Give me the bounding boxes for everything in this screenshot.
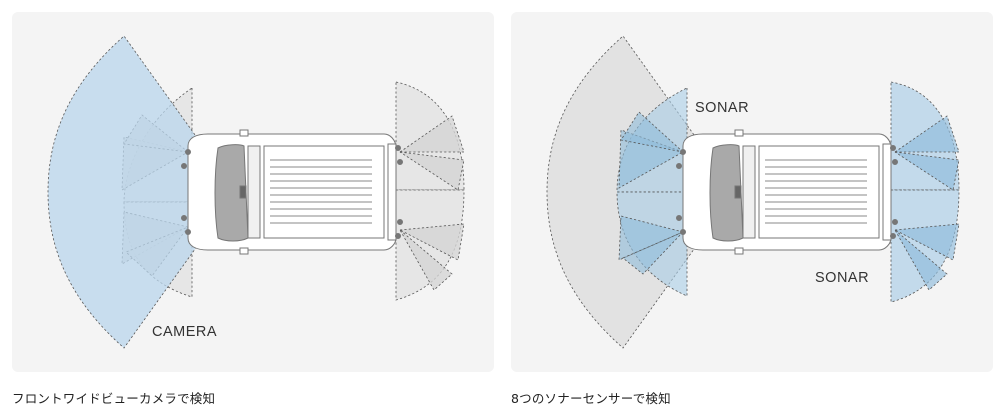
sonar-diagram: SONAR SONAR	[546, 35, 960, 349]
camera-caption: フロントワイドビューカメラで検知	[12, 391, 216, 406]
rear-sensor-zones	[395, 81, 465, 301]
camera-coverage	[47, 35, 237, 349]
sonar-label-rear: SONAR	[815, 270, 869, 286]
car-top-view	[181, 129, 403, 255]
sonar-caption: 8つのソナーセンサーで検知	[511, 391, 671, 406]
camera-label: CAMERA	[152, 324, 217, 340]
car-top-view	[676, 129, 898, 255]
front-sonar-zones	[616, 87, 688, 297]
camera-diagram: CAMERA	[47, 35, 465, 349]
sonar-diagram-panel: SONAR SONAR	[511, 12, 993, 372]
rear-sonar-zones	[890, 81, 960, 303]
camera-diagram-panel: CAMERA	[12, 12, 494, 372]
sonar-label-front: SONAR	[695, 100, 749, 116]
